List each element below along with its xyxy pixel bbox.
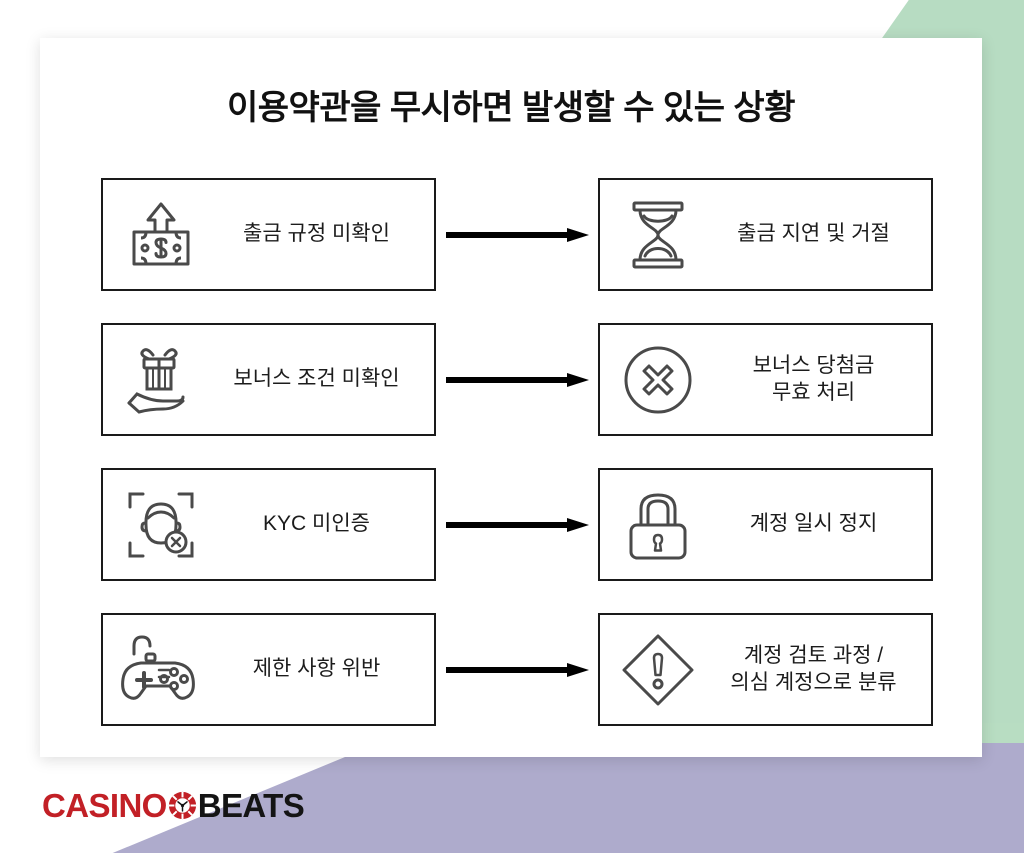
cause-box-3[interactable]: KYC 미인증: [101, 468, 436, 581]
table-row: 제한 사항 위반 계정 검토 과정 / 의심 계정으로 분류: [40, 613, 982, 758]
arrow-right-icon: [446, 228, 589, 242]
page-title: 이용약관을 무시하면 발생할 수 있는 상황: [227, 89, 796, 127]
roulette-wheel-icon: [168, 791, 197, 820]
arrow-right-icon: [446, 663, 589, 677]
arrow-head: [567, 228, 589, 242]
arrow-shaft: [446, 377, 568, 383]
cause-box-2[interactable]: 보너스 조건 미확인: [101, 323, 436, 436]
gift-on-hand-icon: [113, 332, 209, 428]
arrow-shaft: [446, 232, 568, 238]
arrow-head: [567, 373, 589, 387]
arrow-right-icon: [446, 518, 589, 532]
effect-label-3: 계정 일시 정지: [749, 512, 878, 536]
arrow-right-icon: [446, 373, 589, 387]
arrow-head: [567, 663, 589, 677]
flow-rows: 출금 규정 미확인: [40, 178, 982, 758]
effect-label-4: 계정 검토 과정 / 의심 계정으로 분류: [730, 643, 897, 694]
cause-label-3: KYC 미인증: [263, 512, 370, 536]
table-row: KYC 미인증 계정 일시 정지: [40, 468, 982, 613]
effect-label-2: 보너스 당첨금 무효 처리: [752, 353, 875, 404]
arrow-shaft: [446, 522, 568, 528]
cause-label-4: 제한 사항 위반: [252, 657, 381, 681]
arrow-head: [567, 518, 589, 532]
casinobeats-logo: CASINO BEATS: [42, 785, 305, 825]
effect-box-1[interactable]: 출금 지연 및 거절: [598, 178, 933, 291]
cause-label-1: 출금 규정 미확인: [243, 222, 390, 246]
effect-label-1: 출금 지연 및 거절: [737, 222, 890, 246]
infographic-card: 이용약관을 무시하면 발생할 수 있는 상황: [40, 38, 982, 757]
hourglass-icon: [610, 187, 706, 283]
cause-box-1[interactable]: 출금 규정 미확인: [101, 178, 436, 291]
game-controller-icon: [113, 622, 209, 718]
padlock-icon: [610, 477, 706, 573]
circle-x-icon: [610, 332, 706, 428]
face-scan-failed-icon: [113, 477, 209, 573]
effect-box-4[interactable]: 계정 검토 과정 / 의심 계정으로 분류: [598, 613, 933, 726]
logo-text-casino: CASINO: [42, 786, 167, 824]
cause-label-2: 보너스 조건 미확인: [233, 367, 400, 391]
cause-box-4[interactable]: 제한 사항 위반: [101, 613, 436, 726]
effect-box-2[interactable]: 보너스 당첨금 무효 처리: [598, 323, 933, 436]
money-arrow-up-icon: [113, 187, 209, 283]
logo-text-beats: BEATS: [197, 786, 305, 824]
arrow-shaft: [446, 667, 568, 673]
table-row: 출금 규정 미확인: [40, 178, 982, 323]
table-row: 보너스 조건 미확인 보너스 당첨금 무효 처리: [40, 323, 982, 468]
effect-box-3[interactable]: 계정 일시 정지: [598, 468, 933, 581]
warning-diamond-icon: [610, 622, 706, 718]
